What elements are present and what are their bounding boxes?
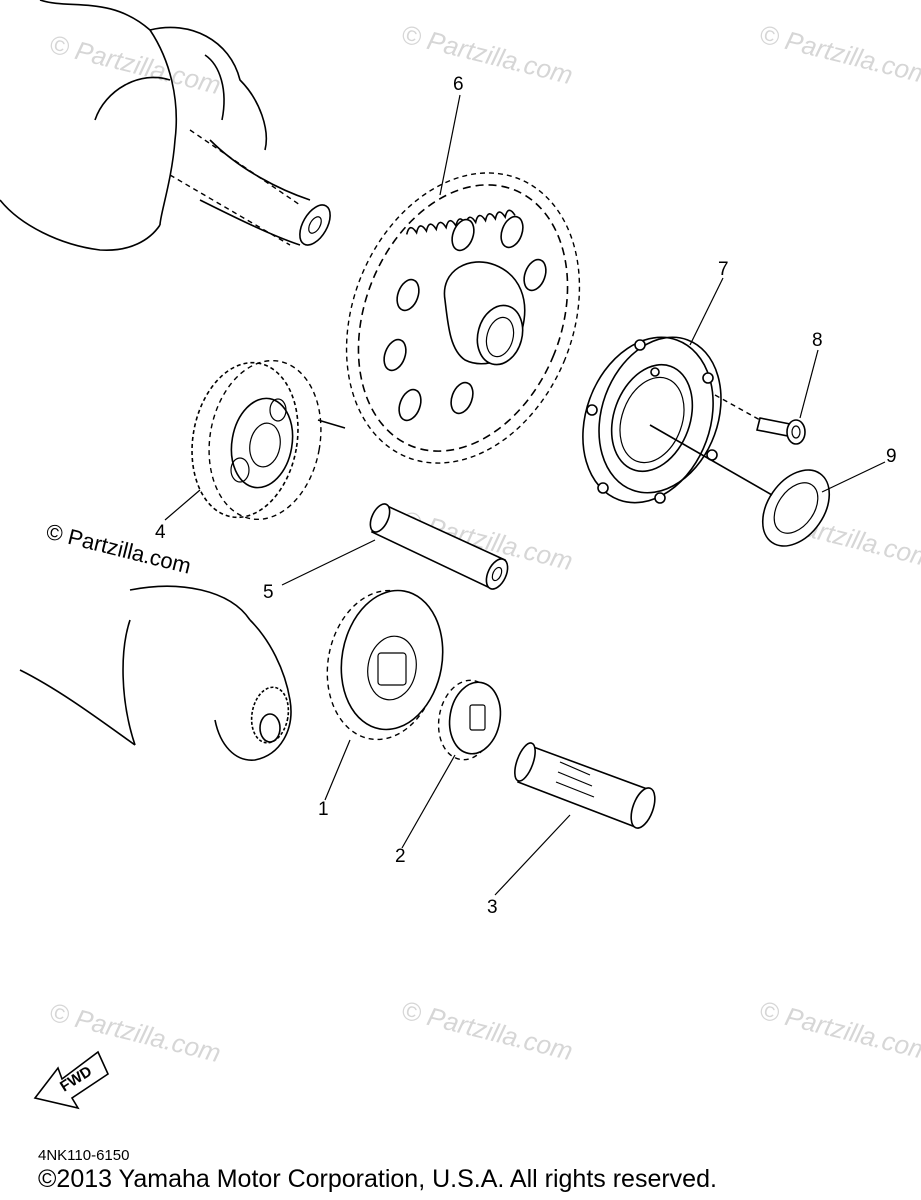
shaft-3 [514, 742, 656, 830]
copyright-notice: ©2013 Yamaha Motor Corporation, U.S.A. A… [38, 1165, 717, 1193]
watermark: © Partzilla.com [757, 995, 921, 1066]
callout-4: 4 [155, 522, 166, 543]
callouts: 1 2 3 4 5 6 7 8 9 [155, 74, 897, 918]
balancer-shaft-illustration [19, 585, 292, 761]
callout-6: 6 [453, 74, 464, 95]
balancer-drive-gear-6 [345, 172, 581, 464]
callout-5: 5 [263, 582, 274, 603]
callout-1: 1 [318, 799, 329, 820]
callout-9: 9 [886, 446, 897, 467]
gear-2 [437, 679, 502, 761]
callout-2: 2 [395, 846, 406, 867]
gear-1 [326, 589, 444, 741]
leader-lines [164, 94, 886, 896]
watermark: © Partzilla.com [399, 995, 576, 1066]
pin-5 [369, 503, 509, 590]
fwd-arrow-icon: FWD [33, 1050, 110, 1110]
crankshaft-illustration [0, 0, 331, 251]
callout-3: 3 [487, 897, 498, 918]
watermark: © Partzilla.com [47, 997, 224, 1068]
watermark: © Partzilla.com [47, 29, 224, 100]
diagram-code: 4NK110-6150 [38, 1147, 130, 1164]
washer-9 [649, 424, 831, 547]
watermark: © Partzilla.com [399, 19, 576, 90]
gear-4 [191, 359, 346, 521]
bearing-plate-7 [582, 336, 722, 504]
watermark-dark: © Partzilla.com [44, 519, 194, 579]
bolt-8 [714, 394, 806, 445]
callout-8: 8 [812, 330, 823, 351]
watermark: © Partzilla.com [757, 19, 921, 90]
callout-7: 7 [718, 259, 729, 280]
